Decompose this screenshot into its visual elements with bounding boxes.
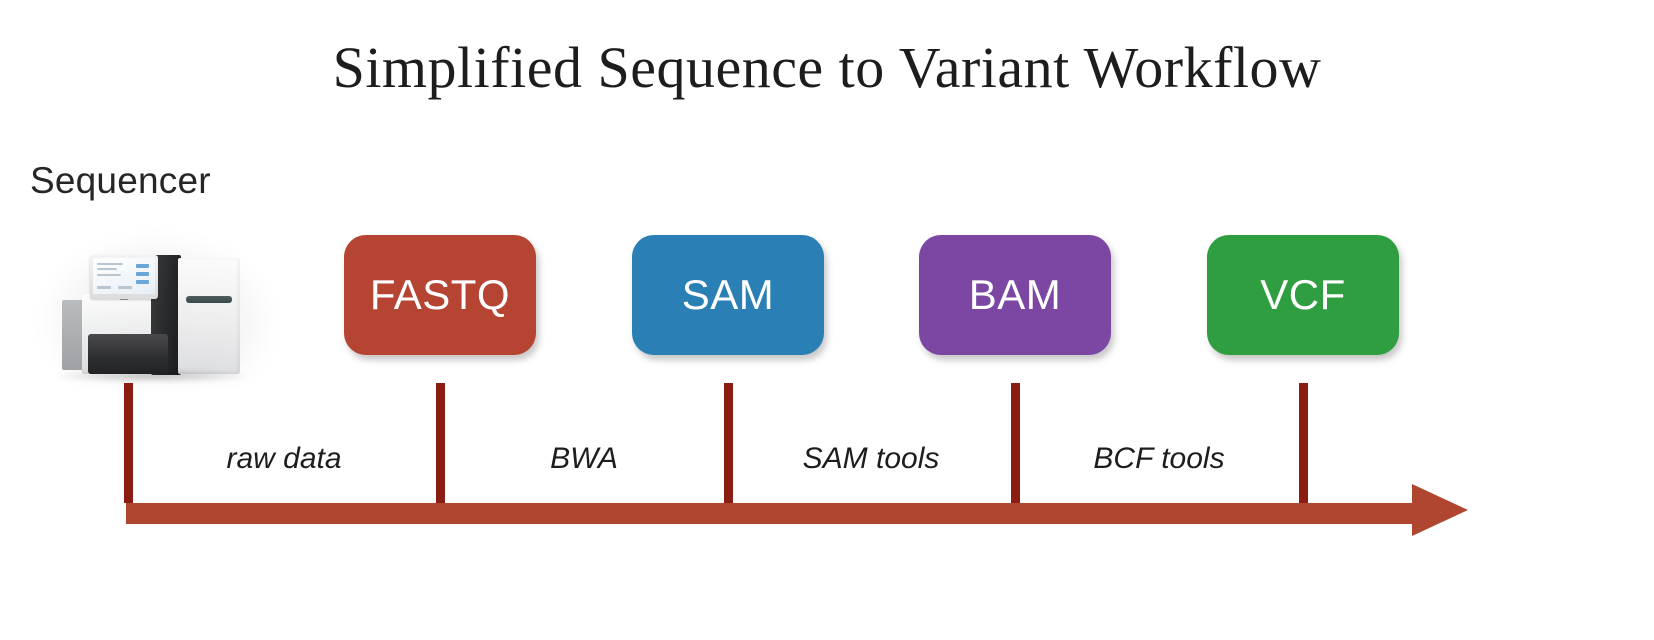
- process-label-raw-data: raw data: [226, 442, 342, 475]
- timeline-tick-bam: [1011, 383, 1020, 503]
- stage-box-vcf[interactable]: VCF: [1207, 235, 1399, 355]
- screen-button-1: [136, 264, 149, 268]
- process-label-sam-tools: SAM tools: [802, 442, 940, 475]
- timeline-arrow-shaft: [126, 503, 1420, 524]
- sequencer-door-handle: [186, 296, 232, 303]
- sequencer-label: Sequencer: [30, 160, 211, 201]
- timeline-arrow: [126, 484, 1468, 536]
- sequencer-body-right: [178, 258, 240, 374]
- screen-chart-line-1: [97, 263, 123, 265]
- sequencer-machine-icon: [38, 222, 278, 382]
- stage-box-fastq[interactable]: FASTQ: [344, 235, 536, 355]
- screen-status-2: [118, 286, 132, 289]
- sequencer-drawer: [88, 334, 168, 374]
- timeline-tick-sequencer: [124, 383, 133, 503]
- process-label-bwa: BWA: [550, 442, 618, 475]
- stage-box-sam[interactable]: SAM: [632, 235, 824, 355]
- timeline-arrow-head-icon: [1412, 484, 1468, 536]
- process-label-bcf-tools: BCF tools: [1093, 442, 1225, 475]
- screen-button-2: [136, 272, 149, 276]
- screen-chart-line-2: [97, 268, 117, 270]
- stage-box-bam[interactable]: BAM: [919, 235, 1111, 355]
- stage-label-bam: BAM: [968, 271, 1062, 318]
- screen-chart-line-3: [97, 274, 121, 276]
- screen-button-3: [136, 280, 149, 284]
- sequencer-ground-shadow: [58, 370, 246, 382]
- page-title: Simplified Sequence to Variant Workflow: [332, 35, 1322, 100]
- timeline-tick-sam: [724, 383, 733, 503]
- timeline-tick-vcf: [1299, 383, 1308, 503]
- screen-status-1: [97, 286, 111, 289]
- stage-label-vcf: VCF: [1260, 271, 1346, 318]
- stage-label-fastq: FASTQ: [369, 271, 511, 318]
- stage-label-sam: SAM: [681, 271, 775, 318]
- timeline-tick-fastq: [436, 383, 445, 503]
